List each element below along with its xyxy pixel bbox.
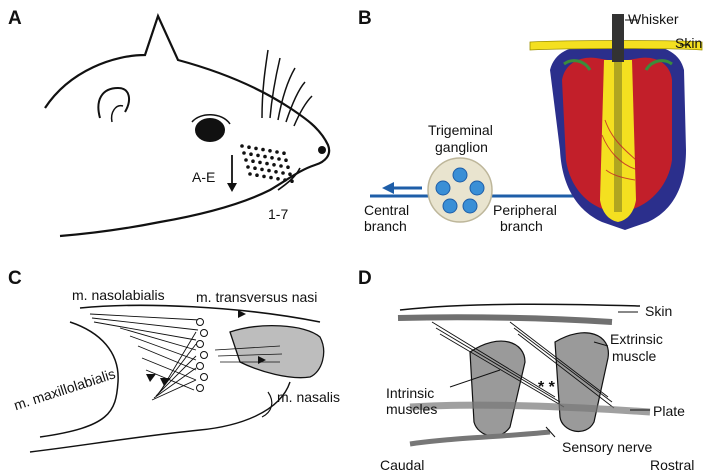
whisker-pad-dot — [246, 165, 250, 169]
whisker-label: Whisker — [628, 12, 679, 26]
nasalis-label: m. nasalis — [277, 390, 340, 404]
whisker-pad-dot — [272, 163, 276, 167]
whisker-pad-dot — [265, 162, 269, 166]
rostral-label: Rostral — [650, 458, 694, 472]
whisker-pad-dot — [268, 149, 272, 153]
whisker-pad-dot — [283, 178, 287, 182]
whisker-pad-dot — [277, 157, 281, 161]
row-label: A-E — [192, 170, 215, 184]
transversus-nasi-label: m. transversus nasi — [196, 290, 317, 304]
nasalis-muscle — [230, 326, 324, 378]
follicle-circle — [197, 363, 204, 370]
whisker-pad-dot — [270, 156, 274, 160]
whisker-pad-dot — [262, 175, 266, 179]
panel-a: A A-E 1-7 — [0, 0, 350, 250]
extrinsic-label-line1: Extrinsic — [610, 332, 663, 346]
whisker-pad-dot — [276, 177, 280, 181]
follicle-circle — [201, 330, 208, 337]
whisker-pad-dot — [240, 144, 244, 148]
whisker-pad-dot — [274, 170, 278, 174]
rat-ear — [98, 88, 129, 118]
whisker-pad-dot — [258, 161, 262, 165]
whisker-pad-dot — [251, 159, 255, 163]
whisker-pad-dot — [288, 172, 292, 176]
skin-label-d: Skin — [645, 304, 672, 318]
whisker-pad-dot — [256, 154, 260, 158]
whisker-pad-dot — [275, 150, 279, 154]
whisker-pad-dot — [247, 145, 251, 149]
whisker-pad-dot — [282, 151, 286, 155]
intrinsic-label-line1: Intrinsic — [386, 386, 434, 400]
panel-b: B — [350, 0, 715, 250]
follicle-circle — [197, 319, 204, 326]
ganglion-label-line1: Trigeminal — [428, 123, 493, 137]
rat-head-drawing — [0, 0, 350, 250]
whisker-pad-dot — [279, 164, 283, 168]
sensory-nerve — [410, 432, 550, 444]
ganglion-label-line2: ganglion — [435, 140, 488, 154]
whisker-pad-dot — [286, 165, 290, 169]
rat-head-outline — [45, 16, 329, 236]
whisker-pad-dot — [263, 155, 267, 159]
caudal-label: Caudal — [380, 458, 424, 472]
whisker-pad-dot — [255, 173, 259, 177]
follicle-circle — [197, 385, 204, 392]
rat-nose — [318, 146, 326, 154]
central-branch-label-line2: branch — [364, 219, 407, 233]
whisker-pad-dot — [261, 148, 265, 152]
nasolabialis-label: m. nasolabialis — [72, 288, 165, 302]
central-branch-label-line1: Central — [364, 203, 409, 217]
rat-eye — [195, 118, 225, 142]
maxillolabialis-fibers — [152, 332, 196, 400]
whisker-pad-dot — [281, 171, 285, 175]
column-label: 1-7 — [268, 207, 288, 221]
intrinsic-label-line2: muscles — [386, 402, 437, 416]
whisker-pad-dot — [269, 176, 273, 180]
whisker-pad-dot — [244, 158, 248, 162]
panel-d: D Skin Extrinsic muscle Intrinsic mu — [350, 262, 715, 474]
whisker-pad-dot — [253, 166, 257, 170]
whisker-pad-dot — [267, 169, 271, 173]
follicle-circle — [197, 341, 204, 348]
whisker-pad-dots — [240, 144, 294, 183]
whisker-shaft — [612, 14, 624, 62]
whisker-pad-muscles-drawing — [350, 262, 715, 474]
whisker-pad-dot — [248, 172, 252, 176]
whisker-pad-dot — [260, 168, 264, 172]
extrinsic-label-line2: muscle — [612, 349, 656, 363]
whisker-pad-dot — [284, 158, 288, 162]
skin-label: Skin — [675, 36, 702, 50]
panel-c: C m. nasolabialis m. transver — [0, 262, 350, 474]
follicle-rows — [197, 319, 208, 392]
whisker-pad-dot — [290, 179, 294, 183]
whisker-pad-dot — [249, 152, 253, 156]
follicle-circle — [201, 352, 208, 359]
whisker-pad-dot — [254, 147, 258, 151]
sensory-nerve-label: Sensory nerve — [562, 440, 652, 454]
whiskers — [262, 50, 312, 126]
peripheral-branch-label-line2: branch — [500, 219, 543, 233]
follicle-circle — [201, 374, 208, 381]
plate-label: Plate — [653, 404, 685, 418]
plate — [410, 405, 650, 412]
whisker-pad-dot — [242, 151, 246, 155]
asterisk-marks: * * — [538, 380, 555, 396]
peripheral-branch-label-line1: Peripheral — [493, 203, 557, 217]
